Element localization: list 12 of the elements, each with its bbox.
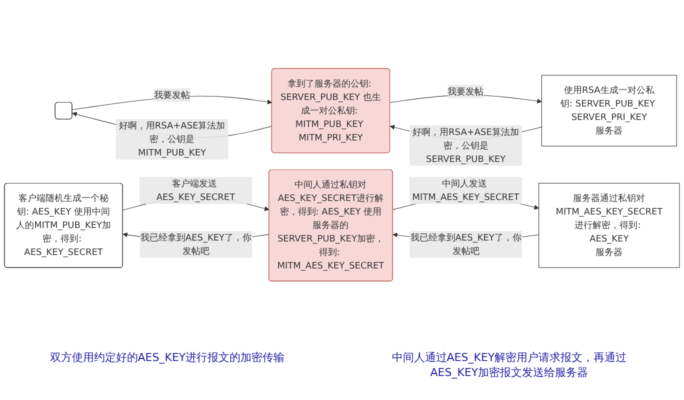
node-box: 服务器通过私钥对MITM_AES_KEY_SECRET进行解密，得到: AES_KEY 服务器	[538, 183, 680, 268]
note-text: 中间人通过AES_KEY解密用户请求报文，再通过AES_KEY加密报文发送给服务器	[390, 350, 628, 380]
edge-label: 我已经拿到AES_KEY了，你发帖吧	[410, 232, 522, 257]
node-box: 使用RSA生成一对公私钥: SERVER_PUB_KEY SERVER_PRI_KEY 服务器	[541, 75, 677, 147]
note-text: 双方使用约定好的AES_KEY进行报文的加密传输	[50, 350, 285, 366]
edge-label: 中间人发送 MITM_AES_KEY_SECRET	[412, 178, 520, 203]
edge-label: 好啊，用RSA+ASE算法加密，公钥是SERVER_PUB_KEY	[412, 126, 519, 164]
edge-label: 我要发帖	[154, 90, 190, 100]
edge-label: 好啊，用RSA+ASE算法加密，公钥是MITM_PUB_KEY	[118, 120, 226, 158]
edge-label: 我要发帖	[448, 86, 484, 97]
edge-label: 我已经拿到AES_KEY了，你发帖吧	[140, 232, 252, 256]
edge-label: 客户端发送 AES_KEY_SECRET	[156, 178, 236, 203]
